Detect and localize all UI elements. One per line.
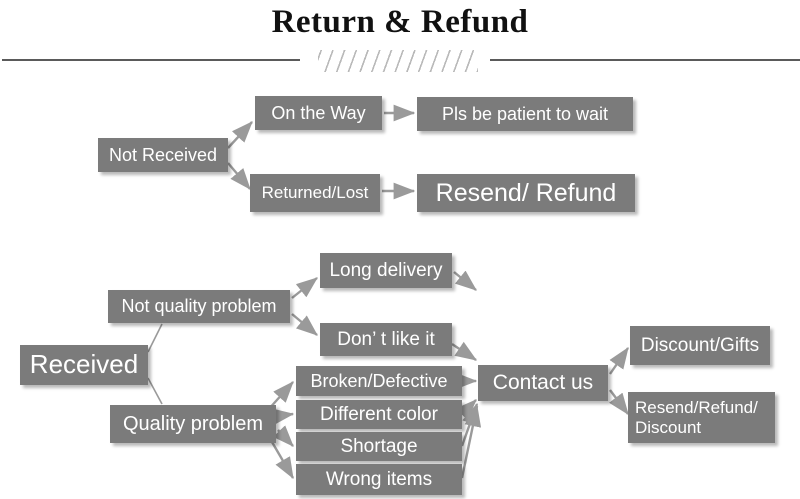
divider-rule-left: [2, 59, 300, 61]
node-shortage[interactable]: Shortage: [296, 432, 462, 461]
header-divider: [0, 50, 800, 72]
node-broken-defective[interactable]: Broken/Defective: [296, 366, 462, 396]
node-quality-problem[interactable]: Quality problem: [110, 405, 276, 443]
divider-rule-right: [490, 59, 800, 61]
node-wrong-items[interactable]: Wrong items: [296, 464, 462, 495]
node-resend-refund-discount[interactable]: Resend/Refund/ Discount: [628, 392, 775, 443]
node-received[interactable]: Received: [20, 345, 148, 385]
node-pls-be-patient-to-wait[interactable]: Pls be patient to wait: [417, 97, 633, 131]
node-dont-like-it[interactable]: Don’ t like it: [320, 323, 452, 356]
node-long-delivery[interactable]: Long delivery: [320, 253, 452, 288]
node-discount-gifts[interactable]: Discount/Gifts: [630, 326, 770, 365]
page-title: Return & Refund: [271, 4, 529, 40]
node-contact-us[interactable]: Contact us: [478, 365, 608, 401]
node-different-color[interactable]: Different color: [296, 400, 462, 429]
node-not-quality-problem[interactable]: Not quality problem: [108, 290, 290, 323]
node-not-received[interactable]: Not Received: [98, 138, 228, 172]
node-on-the-way[interactable]: On the Way: [255, 96, 382, 130]
diagonal-hatch-divider-icon: [318, 50, 478, 72]
node-returned-lost[interactable]: Returned/Lost: [250, 174, 380, 212]
node-resend-refund[interactable]: Resend/ Refund: [417, 174, 635, 212]
